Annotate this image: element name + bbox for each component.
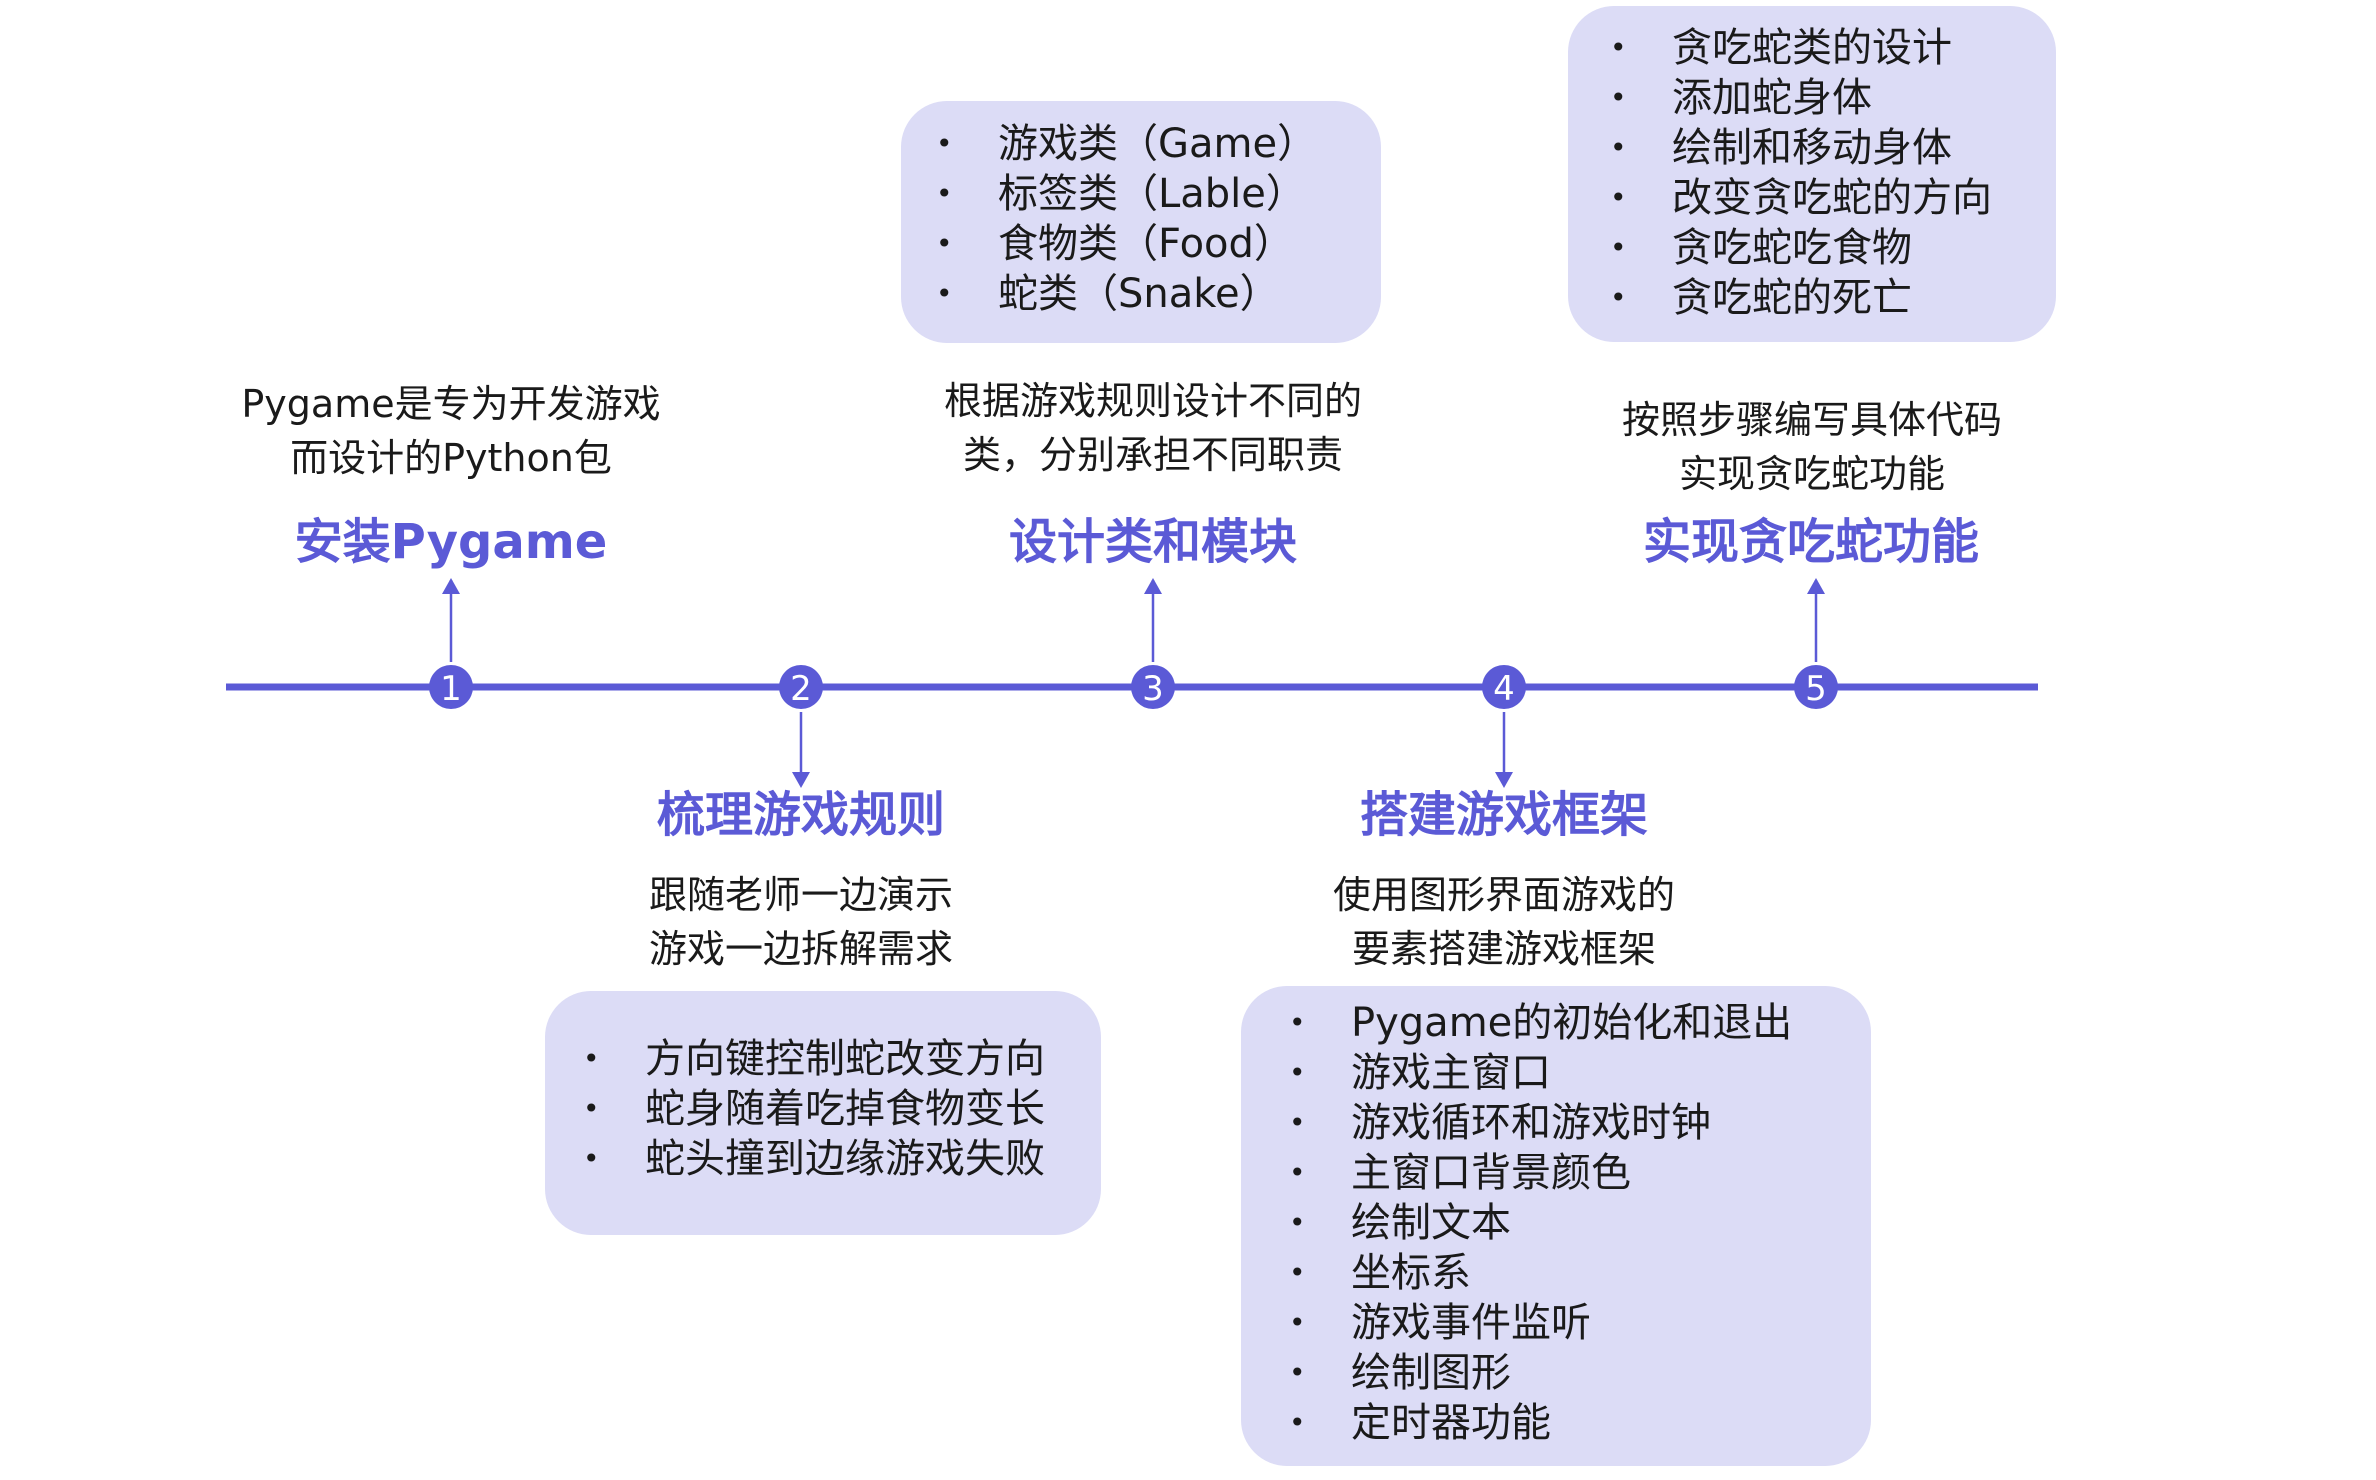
stage-description-line: 实现贪吃蛇功能: [1678, 452, 1945, 496]
stage-description-line: 跟随老师一边演示: [648, 873, 953, 917]
list-item: Pygame的初始化和退出: [1289, 998, 1871, 1048]
stage-number-3: 3: [1142, 669, 1164, 709]
stage-detail-list-4: Pygame的初始化和退出 游戏主窗口 游戏循环和游戏时钟 主窗口背景颜色 绘制…: [1289, 998, 1871, 1448]
stage-number-1: 1: [440, 669, 462, 709]
list-item: 贪吃蛇的死亡: [1610, 273, 2056, 323]
list-item: 主窗口背景颜色: [1289, 1148, 1871, 1198]
stage-description-line: Pygame是专为开发游戏: [241, 382, 661, 426]
list-item: 坐标系: [1289, 1248, 1871, 1298]
stage-description-2: 跟随老师一边演示 游戏一边拆解需求: [561, 868, 1041, 976]
stage-node-5: 5: [1794, 665, 1838, 709]
stage-description-line: 按照步骤编写具体代码: [1621, 398, 2002, 442]
stage-connector-5: [1807, 578, 1825, 662]
stage-title-4: 搭建游戏框架: [1359, 787, 1648, 843]
stage-description-3: 根据游戏规则设计不同的 类，分别承担不同职责: [873, 374, 1433, 482]
stage-connector-3: [1144, 578, 1162, 662]
stage-description-line: 类，分别承担不同职责: [962, 433, 1343, 477]
list-item: 游戏循环和游戏时钟: [1289, 1098, 1871, 1148]
stage-detail-box-2: 方向键控制蛇改变方向 蛇身随着吃掉食物变长 蛇头撞到边缘游戏失败: [545, 991, 1101, 1235]
stage-title-1: 安装Pygame: [294, 514, 608, 570]
list-item: 蛇类（Snake）: [936, 269, 1381, 319]
stage-detail-list-5: 贪吃蛇类的设计 添加蛇身体 绘制和移动身体 改变贪吃蛇的方向 贪吃蛇吃食物 贪吃…: [1610, 23, 2056, 323]
list-item: 蛇头撞到边缘游戏失败: [583, 1134, 1101, 1184]
list-item: 绘制图形: [1289, 1348, 1871, 1398]
stage-description-4: 使用图形界面游戏的 要素搭建游戏框架: [1254, 868, 1754, 976]
stage-node-2: 2: [779, 665, 823, 709]
list-item: 蛇身随着吃掉食物变长: [583, 1084, 1101, 1134]
stage-description-line: 游戏一边拆解需求: [648, 927, 953, 971]
list-item: 食物类（Food）: [936, 219, 1381, 269]
list-item: 游戏类（Game）: [936, 119, 1381, 169]
stage-node-1: 1: [429, 665, 473, 709]
stage-description-line: 要素搭建游戏框架: [1351, 927, 1656, 971]
list-item: 定时器功能: [1289, 1398, 1871, 1448]
list-item: 贪吃蛇类的设计: [1610, 23, 2056, 73]
stage-description-line: 根据游戏规则设计不同的: [943, 379, 1362, 423]
list-item: 贪吃蛇吃食物: [1610, 223, 2056, 273]
list-item: 标签类（Lable）: [936, 169, 1381, 219]
stage-detail-list-2: 方向键控制蛇改变方向 蛇身随着吃掉食物变长 蛇头撞到边缘游戏失败: [583, 1034, 1101, 1184]
stage-number-4: 4: [1493, 669, 1515, 709]
stage-description-5: 按照步骤编写具体代码 实现贪吃蛇功能: [1552, 393, 2072, 501]
stage-description-line: 使用图形界面游戏的: [1332, 873, 1675, 917]
stage-node-4: 4: [1482, 665, 1526, 709]
stage-description-1: Pygame是专为开发游戏 而设计的Python包: [171, 377, 731, 485]
list-item: 绘制文本: [1289, 1198, 1871, 1248]
stage-title-3: 设计类和模块: [1008, 514, 1297, 570]
stage-detail-list-3: 游戏类（Game） 标签类（Lable） 食物类（Food） 蛇类（Snake）: [936, 119, 1381, 319]
stage-number-2: 2: [790, 669, 812, 709]
list-item: 方向键控制蛇改变方向: [583, 1034, 1101, 1084]
list-item: 游戏事件监听: [1289, 1298, 1871, 1348]
stage-connector-1: [442, 578, 460, 662]
list-item: 改变贪吃蛇的方向: [1610, 173, 2056, 223]
stage-connector-2: [792, 712, 810, 788]
stage-detail-box-3: 游戏类（Game） 标签类（Lable） 食物类（Food） 蛇类（Snake）: [901, 101, 1381, 343]
stage-connector-4: [1495, 712, 1513, 788]
stage-description-line: 而设计的Python包: [290, 436, 612, 480]
stage-node-3: 3: [1131, 665, 1175, 709]
list-item: 绘制和移动身体: [1610, 123, 2056, 173]
list-item: 添加蛇身体: [1610, 73, 2056, 123]
stage-title-5: 实现贪吃蛇功能: [1642, 514, 1979, 570]
stage-title-2: 梳理游戏规则: [656, 787, 945, 843]
stage-detail-box-5: 贪吃蛇类的设计 添加蛇身体 绘制和移动身体 改变贪吃蛇的方向 贪吃蛇吃食物 贪吃…: [1568, 6, 2056, 342]
stage-number-5: 5: [1805, 669, 1827, 709]
list-item: 游戏主窗口: [1289, 1048, 1871, 1098]
stage-detail-box-4: Pygame的初始化和退出 游戏主窗口 游戏循环和游戏时钟 主窗口背景颜色 绘制…: [1241, 986, 1871, 1466]
